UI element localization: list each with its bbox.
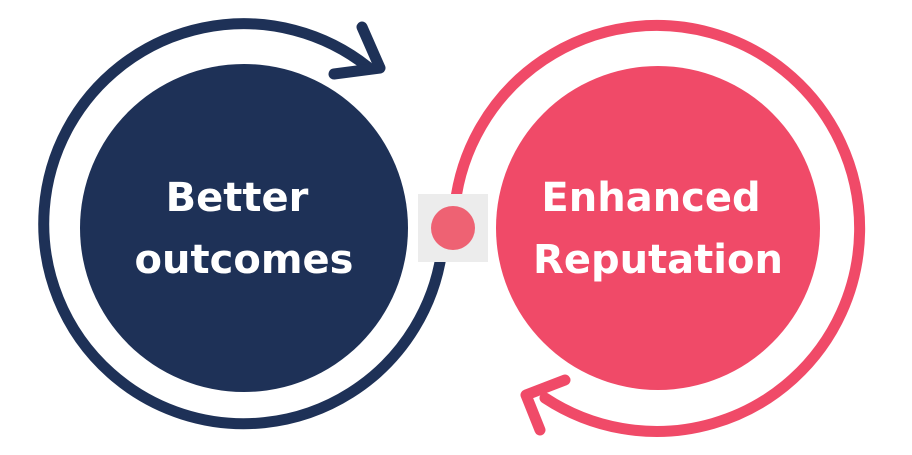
clockwise-arrow-icon (328, 21, 386, 80)
left-ring-arc (38, 18, 448, 430)
right-node-line2: Reputation (533, 237, 783, 283)
right-node-label: Enhanced Reputation (533, 175, 783, 283)
left-node-circle (80, 64, 408, 392)
right-node-line1: Enhanced (541, 175, 760, 221)
right-ring-arc (449, 19, 866, 437)
connector-dot (431, 206, 475, 250)
right-cycle: Enhanced Reputation (449, 19, 866, 437)
left-node-line1: Better (166, 175, 309, 221)
clockwise-arrow-icon (520, 374, 571, 436)
center-connector (418, 194, 488, 262)
left-node-label: Better outcomes (135, 175, 354, 283)
left-cycle: Better outcomes (38, 18, 448, 430)
right-node-circle (496, 66, 820, 390)
left-node-line2: outcomes (135, 237, 354, 283)
